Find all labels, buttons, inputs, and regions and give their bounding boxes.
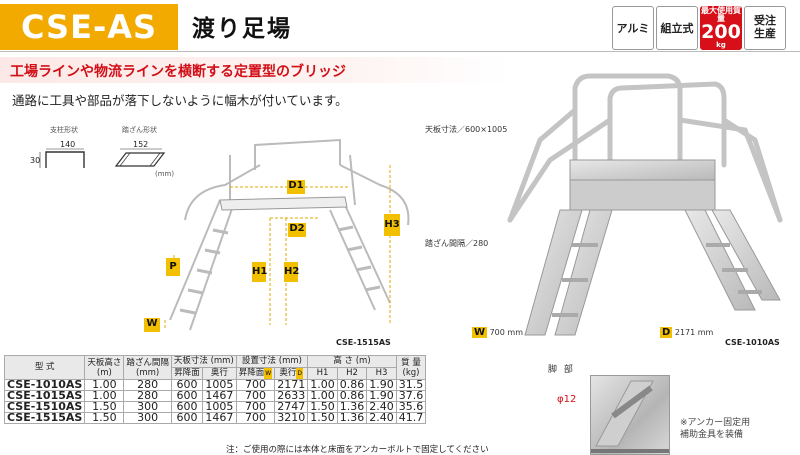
tread-width-value: 152: [133, 140, 149, 149]
aluminum-badge: アルミ: [612, 6, 654, 50]
feature-banner: 工場ラインや物流ラインを横断する定置型のブリッジ: [0, 57, 510, 83]
bridge-line-diagram: [164, 138, 410, 331]
col-install-d-tag: D: [296, 368, 304, 379]
photo-d-tag: D: [660, 327, 673, 338]
max-load-unit: kg: [716, 41, 726, 49]
table-cell: 1.36: [336, 412, 368, 424]
col-model: 型 式: [3, 355, 86, 380]
col-plate-height-unit: (m): [96, 367, 112, 378]
plate-size-label: 天板寸法／600×1005: [425, 125, 508, 134]
col-tread-pitch-unit: (mm): [136, 367, 160, 378]
photo-d-value: 2171: [674, 328, 696, 337]
photo-width-dim: W 700 mm: [472, 327, 523, 338]
col-width: 昇降面: [170, 367, 204, 380]
detail-photo: [590, 375, 670, 455]
table-cell: 41.7: [395, 412, 427, 424]
detail-label: 脚 部: [548, 365, 575, 375]
col-mass-unit: (kg): [402, 367, 420, 378]
detail-diameter: φ12: [557, 394, 577, 405]
h3-label: H3: [384, 214, 400, 236]
col-install-w-label: 昇降面: [238, 368, 265, 378]
table-cell: 0.86: [336, 390, 368, 402]
h1-label: H1: [252, 262, 267, 282]
diagram-caption: CSE-1515AS: [336, 338, 391, 347]
photo-depth-dim: D 2171 mm: [660, 327, 713, 338]
h2-label: H2: [284, 262, 299, 282]
assembly-badge-label: 組立式: [660, 22, 694, 35]
table-cell: 1.50: [84, 412, 125, 424]
col-h3: H3: [366, 367, 397, 380]
spec-table: 型 式 天板高さ (m) 踏ざん間隔 (mm) 天板寸法 (mm) 設置寸法 (…: [3, 355, 427, 424]
d2-label: D2: [288, 223, 306, 237]
col-plate-size: 天板寸法 (mm): [170, 355, 237, 368]
table-subheader-row: 昇降面 奥行 昇降面W 奥行D H1 H2 H3: [5, 367, 426, 380]
header-divider: [0, 51, 800, 52]
profile-unit: (mm): [155, 170, 175, 178]
table-cell: 1467: [202, 412, 237, 424]
max-load-badge: 最大使用質量 200 kg: [700, 6, 742, 50]
photo-w-value: 700: [489, 328, 505, 337]
table-cell: 300: [123, 412, 172, 424]
col-tread-pitch-label: 踏ざん間隔: [126, 357, 169, 368]
tread-pitch-label: 踏ざん間隔／280: [425, 239, 489, 248]
page-title: 渡り足場: [192, 16, 292, 42]
max-load-value: 200: [701, 21, 741, 43]
made-to-order-label: 受注 生産: [754, 14, 776, 40]
col-install-w: 昇降面W: [235, 367, 276, 380]
table-cell: 31.5: [395, 379, 427, 391]
profile-sketches: [39, 148, 166, 168]
feature-banner-text: 工場ラインや物流ラインを横断する定置型のブリッジ: [10, 64, 346, 80]
col-plate-height-label: 天板高さ: [87, 357, 122, 368]
bridge-photo: [507, 73, 783, 336]
footnote: 注：ご使用の際には本体と床面をアンカーボルトで固定してください: [226, 445, 489, 455]
photo-d-unit: mm: [697, 328, 714, 337]
col-h1: H1: [307, 367, 338, 380]
photo-w-unit: mm: [507, 328, 523, 337]
table-cell: 700: [235, 412, 276, 424]
table-cell: 1.50: [307, 412, 338, 424]
col-mass-label: 質 量: [401, 357, 421, 368]
table-cell: 700: [235, 379, 276, 391]
col-install-d-label: 奥行: [279, 368, 297, 378]
detail-note: ※アンカー固定用 補助金具を装備: [680, 418, 751, 440]
max-load-label: 最大使用質量: [701, 6, 741, 23]
p-label: P: [166, 258, 180, 276]
col-install: 設置寸法 (mm): [235, 355, 309, 368]
col-height: 高 さ (m): [307, 355, 397, 368]
made-to-order-badge: 受注 生産: [744, 6, 786, 50]
col-mass: 質 量 (kg): [395, 355, 427, 380]
tread-profile-label: 踏ざん形状: [122, 126, 157, 134]
w-label: W: [144, 318, 160, 332]
post-profile-label: 支柱形状: [50, 126, 78, 134]
col-install-w-tag: W: [264, 368, 273, 379]
aluminum-badge-label: アルミ: [616, 22, 650, 35]
description: 通路に工具や部品が落下しないように幅木が付いています。: [12, 93, 348, 108]
table-header-row: 型 式 天板高さ (m) 踏ざん間隔 (mm) 天板寸法 (mm) 設置寸法 (…: [3, 355, 427, 380]
model-name: CSE-AS: [0, 4, 178, 50]
table-cell: 3210: [274, 412, 309, 424]
anchor-bracket-icon: [591, 380, 669, 453]
col-install-d: 奥行D: [274, 367, 309, 380]
d1-label: D1: [287, 180, 305, 194]
assembly-badge: 組立式: [656, 6, 698, 50]
photo-caption: CSE-1010AS: [725, 338, 780, 347]
photo-w-tag: W: [472, 327, 488, 338]
table-cell-model: CSE-1515AS: [3, 412, 86, 424]
table-cell: 600: [170, 412, 204, 424]
col-plate-height: 天板高さ (m): [84, 355, 125, 380]
table-cell: 2.40: [366, 412, 397, 424]
post-width-value: 140: [60, 140, 76, 149]
post-height-value: 30: [30, 156, 41, 165]
col-tread-pitch: 踏ざん間隔 (mm): [123, 355, 172, 380]
